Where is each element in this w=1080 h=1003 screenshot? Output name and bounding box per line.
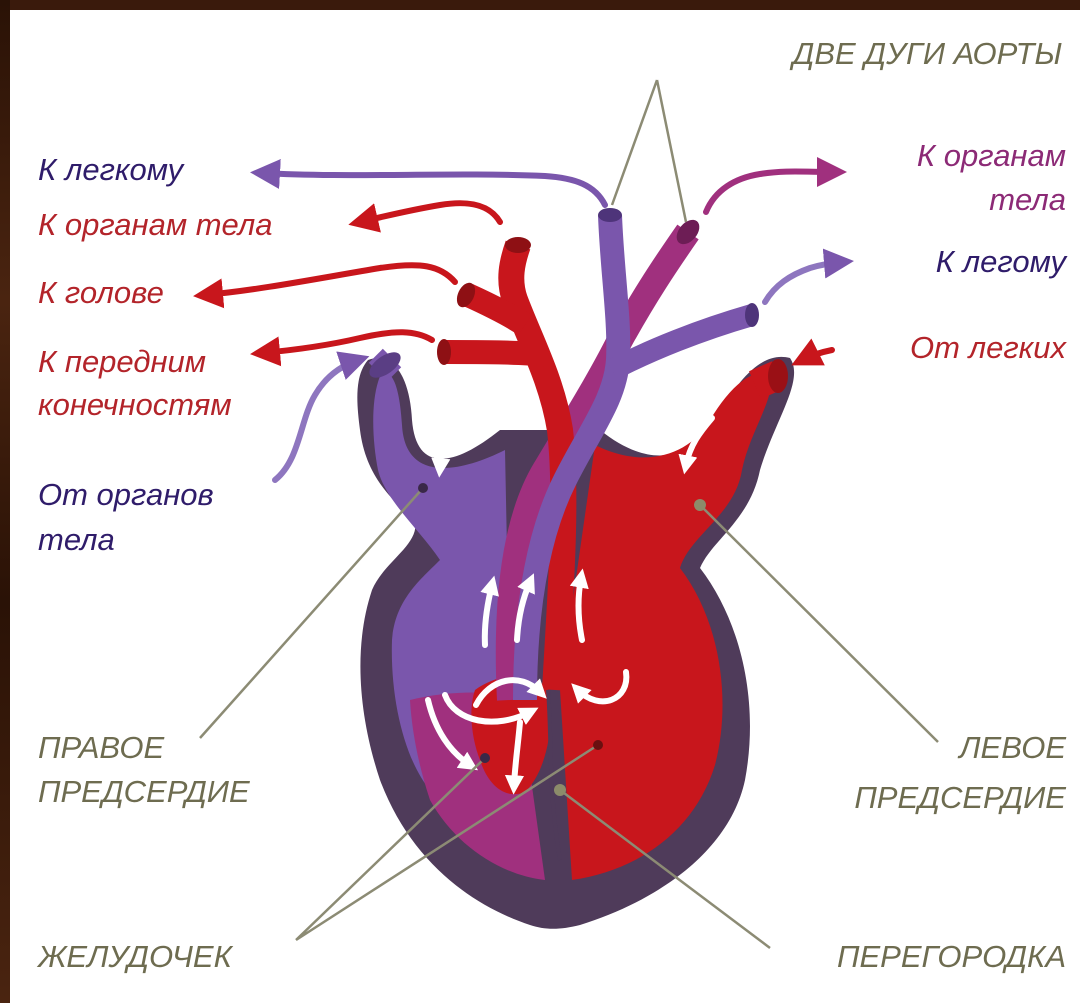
label-to-lung-left: К легкому — [38, 152, 186, 187]
arrow-to-organs-right — [706, 172, 835, 213]
label-left-atrium-1: ЛЕВОЕ — [957, 730, 1066, 765]
label-from-organs-1: От органов — [38, 477, 214, 512]
subclavian-opening — [437, 339, 451, 365]
dot-ventricle-left — [480, 753, 490, 763]
arrow-to-organs-left — [360, 203, 500, 222]
arrow-from-lungs — [802, 350, 832, 360]
aorta-opening — [505, 237, 531, 253]
label-right-atrium-1: ПРАВОЕ — [38, 730, 165, 765]
label-ventricle: ЖЕЛУДОЧЕК — [36, 939, 234, 974]
label-from-organs-2: тела — [38, 522, 115, 557]
label-left-atrium-2: ПРЕДСЕРДИЕ — [854, 780, 1066, 815]
label-to-organs-right-2: тела — [989, 182, 1066, 217]
arrow-to-lung-left — [262, 173, 605, 205]
label-to-forelimbs-1: К передним — [38, 344, 206, 379]
label-from-lungs: От легких — [910, 330, 1067, 365]
dot-ventricle-right — [593, 740, 603, 750]
pulmonary-vein-opening — [768, 359, 788, 393]
flow-arrow-up-3 — [578, 578, 582, 640]
dot-right-atrium — [418, 483, 428, 493]
arrow-to-lung-right — [765, 262, 842, 302]
arrow-to-forelimbs — [262, 332, 432, 353]
label-to-head: К голове — [38, 275, 164, 310]
arrow-to-head — [205, 265, 455, 295]
dot-septum — [554, 784, 566, 796]
arrow-from-organs — [275, 360, 358, 480]
pulmonary-trunk-opening — [598, 208, 622, 222]
label-aortic-arches: ДВЕ ДУГИ АОРТЫ — [790, 36, 1063, 71]
pulmonary-branch-opening — [745, 303, 759, 327]
subclavian-branch — [445, 352, 545, 355]
dot-left-atrium — [694, 499, 706, 511]
label-to-lung-right: К легому — [936, 244, 1069, 279]
label-septum: ПЕРЕГОРОДКА — [837, 939, 1066, 974]
label-right-atrium-2: ПРЕДСЕРДИЕ — [38, 774, 250, 809]
label-to-organs-left: К органам тела — [38, 207, 272, 242]
label-to-organs-right-1: К органам — [917, 138, 1066, 173]
leader-aortic-arches — [612, 80, 686, 222]
label-to-forelimbs-2: конечностям — [38, 387, 232, 422]
